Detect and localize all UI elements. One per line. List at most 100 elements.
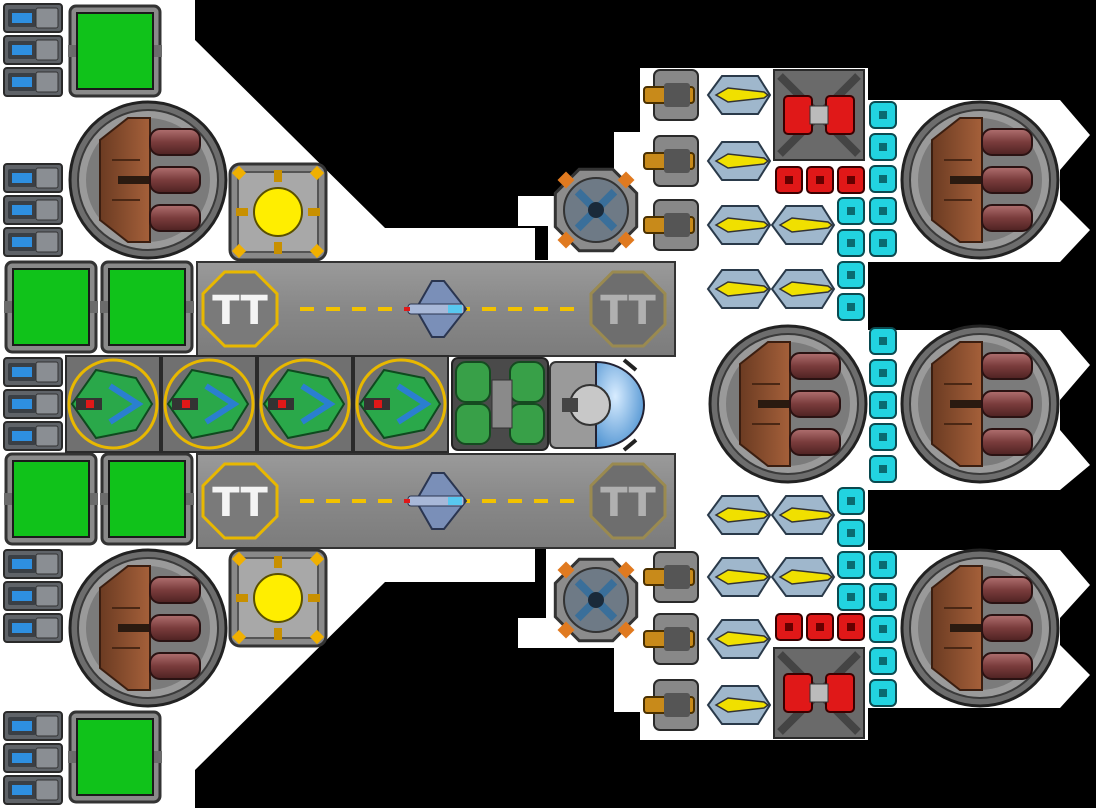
thruster-icon [3, 163, 63, 193]
runway-stripe [534, 499, 548, 503]
runway-stripe [560, 307, 574, 311]
conduit-node [869, 391, 897, 419]
missile-launcher-icon[interactable] [706, 205, 772, 245]
landing-pad[interactable]: TT [201, 462, 279, 540]
engine-block [451, 357, 549, 451]
fighter-bay[interactable] [65, 355, 161, 453]
missile-launcher-icon[interactable] [706, 75, 772, 115]
thruster-icon [3, 581, 63, 611]
autocannon-icon[interactable] [643, 613, 699, 665]
thruster-icon [3, 711, 63, 741]
autocannon-icon[interactable] [643, 69, 699, 121]
ammo-node [837, 613, 865, 641]
runway-stripe [560, 499, 574, 503]
thruster-icon [3, 357, 63, 387]
conduit-node [869, 423, 897, 451]
autocannon-icon[interactable] [643, 679, 699, 731]
conduit-node [869, 455, 897, 483]
missile-launcher-icon[interactable] [706, 619, 772, 659]
missile-launcher-icon[interactable] [706, 269, 772, 309]
landing-pad[interactable]: TT [201, 270, 279, 348]
autocannon-icon[interactable] [643, 135, 699, 187]
missile-launcher-icon[interactable] [770, 269, 836, 309]
missile-launcher-icon[interactable] [770, 557, 836, 597]
runway-stripe [508, 307, 522, 311]
conduit-node [837, 519, 865, 547]
missile-launcher-icon[interactable] [706, 557, 772, 597]
landing-pad[interactable]: TT [589, 462, 667, 540]
runway-stripe [352, 499, 366, 503]
conduit-node [837, 261, 865, 289]
shield-generator-icon [553, 167, 639, 253]
pad-label: TT [600, 288, 656, 334]
thruster-icon [3, 3, 63, 33]
reactor-icon [900, 100, 1060, 260]
conduit-node [869, 197, 897, 225]
ammo-node [837, 166, 865, 194]
reactor-icon [708, 324, 868, 484]
reactor-icon [68, 548, 228, 708]
missile-launcher-icon[interactable] [706, 495, 772, 535]
interceptor-icon[interactable] [404, 472, 468, 530]
landing-pad[interactable]: TT [589, 270, 667, 348]
conduit-node [869, 165, 897, 193]
interceptor-icon[interactable] [404, 280, 468, 338]
ammo-node [775, 613, 803, 641]
ammo-node [806, 613, 834, 641]
runway-stripe [300, 499, 314, 503]
conduit-node [869, 583, 897, 611]
thruster-icon [3, 421, 63, 451]
bridge-pod [549, 358, 645, 452]
thruster-icon [3, 67, 63, 97]
conduit-node [869, 133, 897, 161]
conduit-node [837, 551, 865, 579]
left-wing [3, 3, 328, 805]
shield-generator-icon [553, 557, 639, 643]
conduit-node [869, 647, 897, 675]
missile-launcher-icon[interactable] [770, 495, 836, 535]
autocannon-icon[interactable] [643, 551, 699, 603]
ammo-node [775, 166, 803, 194]
thruster-icon [3, 195, 63, 225]
runway-stripe [482, 307, 496, 311]
right-wing [553, 69, 1060, 739]
missile-launcher-icon[interactable] [770, 205, 836, 245]
fighter-bay[interactable] [257, 355, 353, 453]
pad-label: TT [212, 480, 268, 526]
system-panel[interactable] [100, 452, 194, 546]
reactor-icon [900, 548, 1060, 708]
reactor-icon [68, 100, 228, 260]
ammo-node [806, 166, 834, 194]
runway: TT TT [196, 453, 676, 549]
hangar: TT TT TT TT [65, 261, 676, 549]
runway-stripe [352, 307, 366, 311]
thruster-icon [3, 775, 63, 805]
conduit-node [869, 615, 897, 643]
conduit-node [869, 101, 897, 129]
runway-stripe [326, 499, 340, 503]
system-panel[interactable] [4, 260, 98, 354]
fighter-bay[interactable] [353, 355, 449, 453]
power-core-icon [228, 162, 328, 262]
missile-launcher-icon[interactable] [706, 685, 772, 725]
system-panel[interactable] [4, 452, 98, 546]
heavy-cannon-icon[interactable] [773, 69, 865, 161]
thruster-icon [3, 227, 63, 257]
conduit-node [869, 679, 897, 707]
system-panel[interactable] [68, 710, 162, 804]
system-panel[interactable] [100, 260, 194, 354]
pad-label: TT [212, 288, 268, 334]
conduit-node [837, 197, 865, 225]
missile-launcher-icon[interactable] [706, 141, 772, 181]
heavy-cannon-icon[interactable] [773, 647, 865, 739]
thruster-icon [3, 549, 63, 579]
fighter-bay[interactable] [161, 355, 257, 453]
conduit-node [837, 229, 865, 257]
runway-stripe [378, 499, 392, 503]
pad-label: TT [600, 480, 656, 526]
autocannon-icon[interactable] [643, 199, 699, 251]
system-panel[interactable] [68, 4, 162, 98]
runway: TT TT [196, 261, 676, 357]
